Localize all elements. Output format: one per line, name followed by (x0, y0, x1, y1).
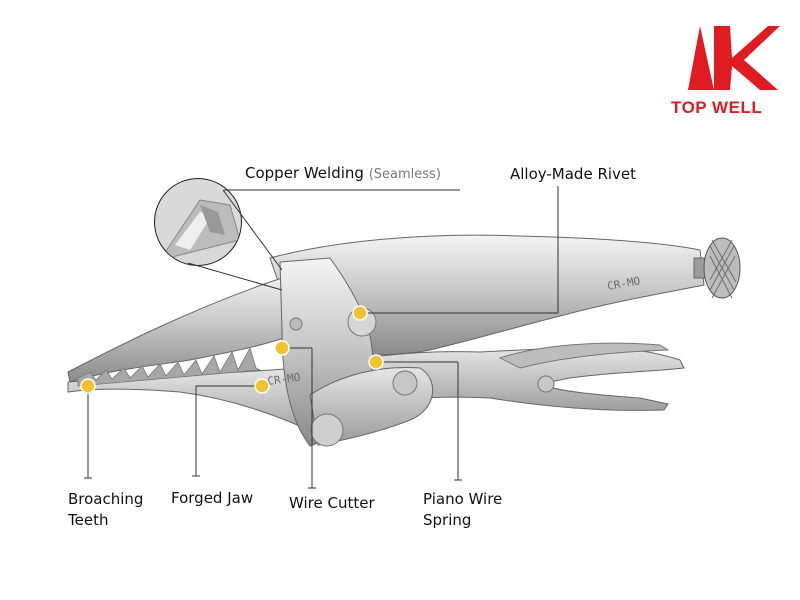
brand-name: TOP WELL (671, 98, 763, 117)
label-forged-jaw: Forged Jaw (171, 489, 254, 507)
copper-welding-text: Copper Welding (245, 164, 364, 182)
leader-lines (84, 186, 559, 489)
upper-jaw (67, 271, 306, 383)
copper-welding-note: (Seamless) (368, 167, 441, 182)
label-piano-wire-spring: Piano Wire Spring (423, 489, 502, 531)
callout-dot-wire-cutter (274, 340, 290, 356)
rivet-small (289, 317, 303, 331)
top-well-logo (688, 26, 780, 90)
knob-knurling (709, 239, 737, 299)
callout-dot-rivet (352, 305, 368, 321)
jaw-teeth (77, 346, 262, 387)
zoom-inset-image (155, 179, 241, 265)
label-wire-cutter: Wire Cutter (289, 494, 375, 512)
release-lever (498, 342, 670, 369)
upper-handle (269, 234, 705, 356)
piano-wire-line1: Piano Wire (423, 490, 503, 508)
callout-dot-spring (368, 354, 384, 370)
piano-wire-line2: Spring (423, 511, 472, 529)
logo-left-stroke (688, 26, 714, 90)
label-broaching-teeth: Broaching Teeth (68, 489, 143, 531)
handle-stamp: CR-MO (606, 274, 641, 293)
logo-right-stroke (714, 26, 780, 90)
broaching-teeth-line1: Broaching (68, 490, 144, 508)
rivet-pivot (310, 413, 344, 447)
broaching-teeth-line2: Teeth (68, 511, 109, 529)
label-alloy-rivet: Alloy-Made Rivet (510, 165, 637, 183)
callout-dots (80, 305, 384, 394)
rivet-handle (537, 375, 555, 393)
label-copper-welding: Copper Welding (Seamless) (245, 163, 441, 185)
jaw-stamp: CR-MO (267, 370, 302, 387)
callout-dot-forged-jaw (254, 378, 270, 394)
rivet-lower (392, 370, 418, 396)
callout-dot-teeth (80, 378, 96, 394)
